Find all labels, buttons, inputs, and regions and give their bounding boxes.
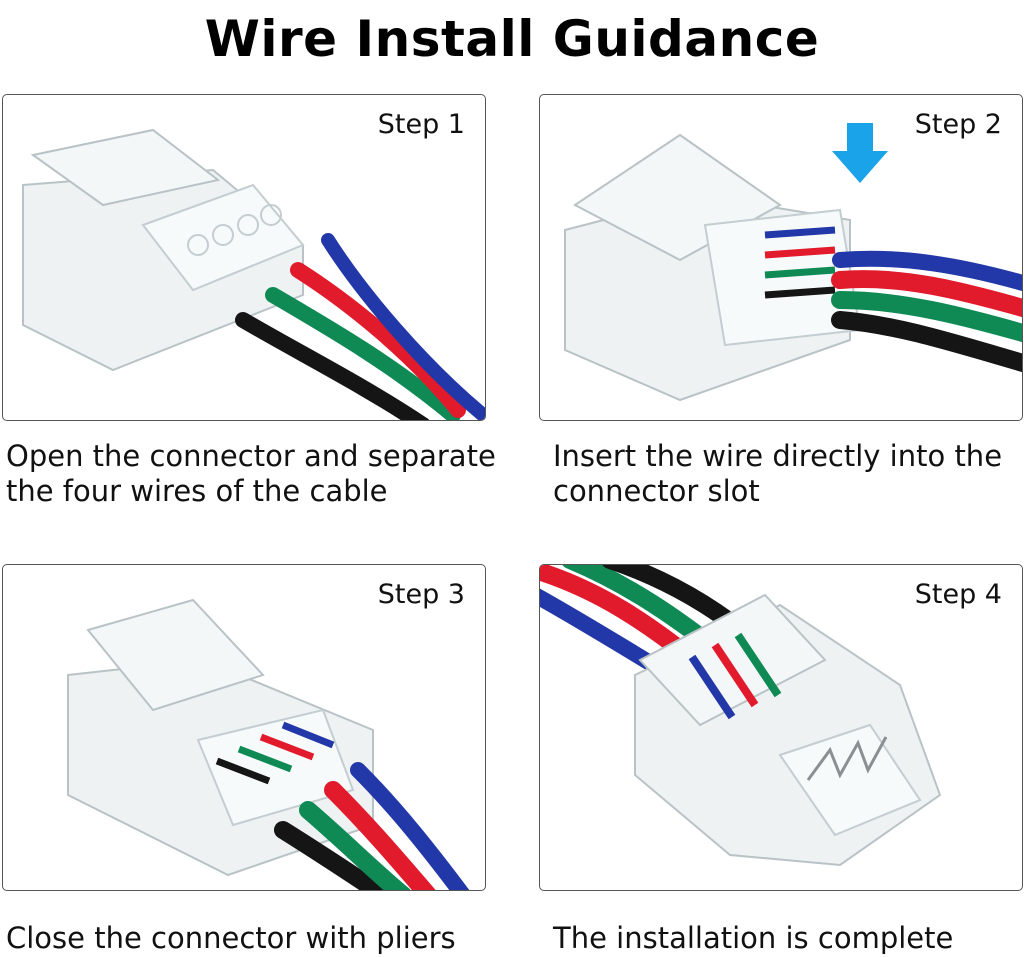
- step-2-illustration: [564, 123, 1022, 402]
- step-1-caption-line-2: the four wires of the cable: [6, 474, 388, 508]
- open-connector: [22, 128, 305, 372]
- step-4-illustration: [540, 565, 942, 867]
- wired-connector: [564, 133, 862, 402]
- step-2-label: Step 2: [914, 109, 1002, 140]
- step-3-label: Step 3: [377, 579, 465, 610]
- step-4-label: Step 4: [914, 579, 1002, 610]
- step-4-caption: The installation is complete: [553, 921, 1024, 956]
- insert-arrow-icon: [832, 123, 888, 183]
- step-1-panel: Step 1: [2, 94, 486, 421]
- separated-wires: [235, 233, 485, 420]
- step-2-panel: Step 2: [539, 94, 1023, 421]
- step-3-caption-line-1: Close the connector with pliers: [6, 921, 456, 955]
- step-2-caption-line-1: Insert the wire directly into the: [553, 439, 1003, 473]
- closed-connector: [67, 598, 374, 877]
- installed-connector: [634, 593, 942, 867]
- inserted-wires: [831, 250, 1022, 373]
- step-1-illustration: [22, 128, 485, 420]
- page-title: Wire Install Guidance: [204, 10, 820, 68]
- step-3-caption: Close the connector with pliers: [6, 921, 506, 956]
- step-1-label: Step 1: [377, 109, 465, 140]
- step-2-caption: Insert the wire directly into the connec…: [553, 439, 1024, 509]
- step-2-caption-line-2: connector slot: [553, 474, 760, 508]
- step-3-illustration: [67, 598, 470, 890]
- step-3-panel: Step 3: [2, 564, 486, 891]
- clamped-wires: [274, 762, 470, 890]
- step-4-caption-line-1: The installation is complete: [553, 921, 954, 955]
- step-1-caption: Open the connector and separate the four…: [6, 439, 506, 509]
- step-4-panel: Step 4: [539, 564, 1023, 891]
- step-1-caption-line-1: Open the connector and separate: [6, 439, 496, 473]
